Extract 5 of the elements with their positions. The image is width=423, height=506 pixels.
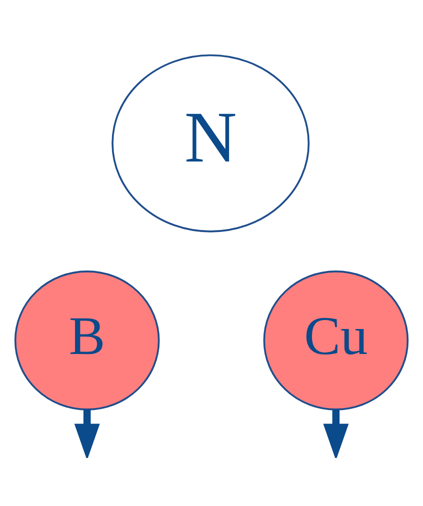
node-circle: B: [14, 270, 160, 410]
node-circle: Cu: [263, 270, 409, 410]
arrow: [323, 410, 349, 458]
arrow: [74, 410, 100, 458]
node-ellipse: N: [112, 54, 310, 232]
